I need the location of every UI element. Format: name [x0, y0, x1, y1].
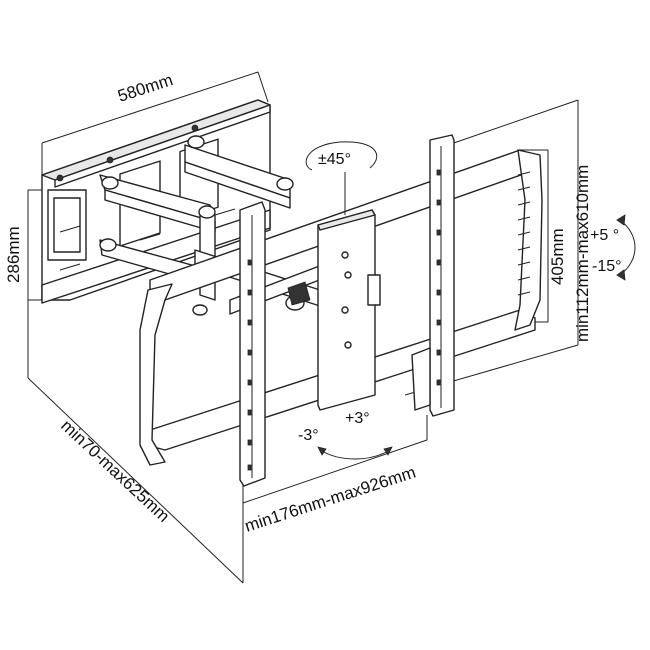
level-minus-label: -3°	[298, 427, 319, 444]
vertical-tv-arms	[239, 134, 455, 487]
left-end-cap	[139, 283, 173, 466]
dimension-vesa-height: 405mm	[548, 228, 567, 285]
tilt-down-label: -15°	[592, 258, 622, 275]
dimension-width-top: 580mm	[115, 70, 175, 106]
dimension-height-left: 286mm	[4, 226, 23, 283]
dimension-lines	[27, 71, 579, 584]
tilt-up-label: +5 °	[590, 227, 619, 244]
right-end-cap	[514, 149, 543, 331]
dimension-height-range: min112mm-max610mm	[573, 165, 592, 342]
level-arrow	[317, 446, 393, 460]
swivel-label: ±45°	[318, 151, 351, 168]
swivel-arrow	[305, 141, 378, 215]
tilt-arrow	[616, 214, 636, 281]
level-plus-label: +3°	[345, 410, 370, 427]
center-mounting-plate	[317, 209, 381, 411]
arm-slot-markers	[247, 169, 441, 471]
